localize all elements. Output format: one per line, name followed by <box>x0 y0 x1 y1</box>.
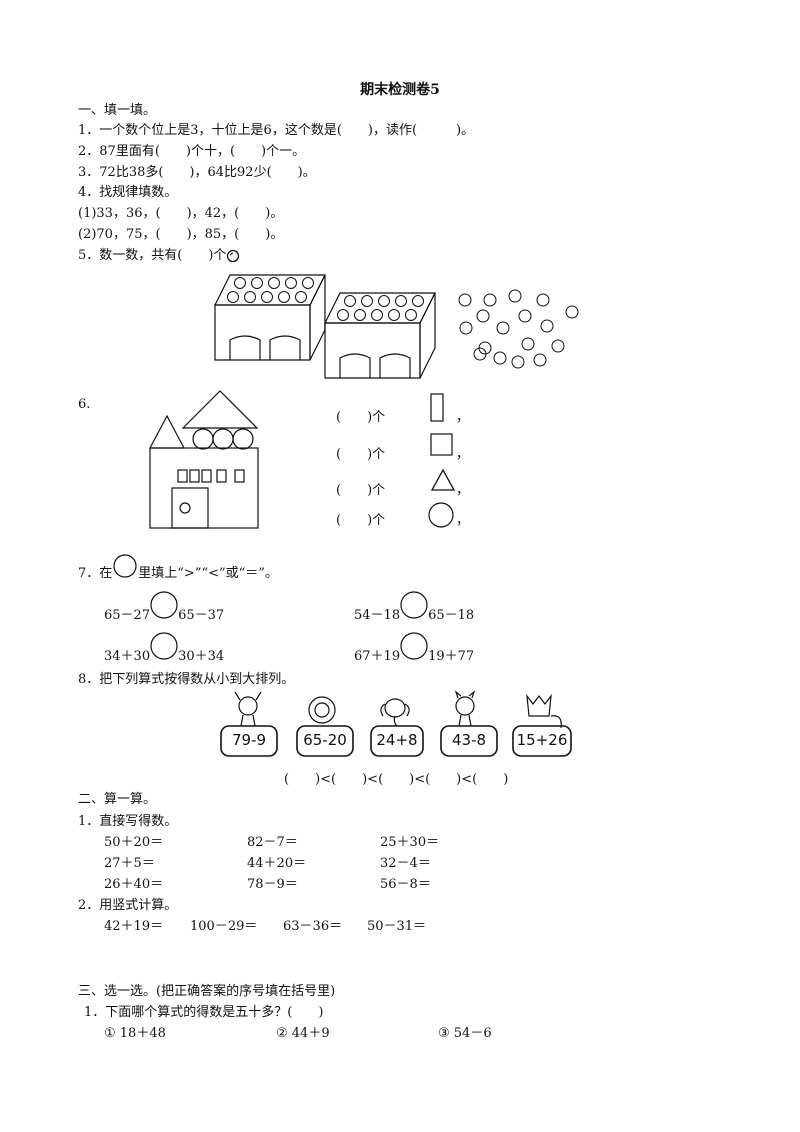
calc-item: 78－9＝ <box>247 877 298 892</box>
card-frame <box>440 725 498 757</box>
calc-item: 27＋5＝ <box>104 856 155 871</box>
vertical-calc-item: 42＋19＝ <box>104 919 164 934</box>
block-right <box>324 292 436 379</box>
card-frame <box>296 725 354 757</box>
q6-comma-1: ， <box>456 410 470 425</box>
question-2-2: 2．用竖式计算。 <box>78 898 178 913</box>
section-3-heading: 三、选一选。(把正确答案的序号填在括号里) <box>78 984 336 999</box>
calc-item: 26＋40＝ <box>104 877 164 892</box>
circle-icon <box>428 502 454 528</box>
elephant-icon <box>380 698 410 727</box>
q6-comma-2: ， <box>456 447 470 462</box>
q6-comma-4: ， <box>456 513 470 528</box>
compare-circle-icon[interactable] <box>400 591 428 624</box>
question-3-1: 1．下面哪个算式的得数是五十多？( ) <box>84 1005 324 1020</box>
calc-item: 50＋20＝ <box>104 835 164 850</box>
calc-item: 32－4＝ <box>380 856 431 871</box>
question-1-5: 5．数一数，共有( )个 <box>78 247 240 265</box>
q8-card-3: 24+8 <box>376 731 418 749</box>
question-1-4: 4．找规律填数。 <box>78 185 178 200</box>
fox-icon <box>526 693 562 729</box>
question-1-5-text: 5．数一数，共有( )个 <box>78 248 227 263</box>
compare-circle-icon[interactable] <box>150 632 178 665</box>
q6-row-1: ( )个 <box>336 410 386 425</box>
block-left-studs <box>227 277 314 303</box>
rectangle-icon <box>430 393 444 422</box>
calc-item: 82－7＝ <box>247 835 298 850</box>
compare-circle-icon[interactable] <box>400 632 428 665</box>
square-icon <box>430 433 453 456</box>
q6-comma-3: ， <box>456 483 470 498</box>
q6-house-figure <box>149 390 259 529</box>
lion-icon <box>308 696 336 724</box>
triangle-icon <box>430 468 456 491</box>
question-1-4-part-2: (2)70，75，( )，85，( )。 <box>78 227 284 242</box>
scattered-balls <box>458 289 579 369</box>
vertical-calc-item: 50－31＝ <box>367 919 427 934</box>
q6-row-2: ( )个 <box>336 447 386 462</box>
vertical-calc-item: 63－36＝ <box>283 919 343 934</box>
question-1-3: 3．72比38多( )，64比92少( )。 <box>78 165 316 180</box>
q8-order-answer: ( )<( )<( )<( )<( ) <box>284 772 509 787</box>
option-1: ① 18＋48 <box>104 1026 166 1041</box>
section-1-heading: 一、填一填。 <box>78 103 157 118</box>
option-3: ③ 54－6 <box>438 1026 492 1041</box>
question-1-6: 6. <box>78 397 91 412</box>
block-left <box>214 274 326 361</box>
q6-row-3: ( )个 <box>336 483 386 498</box>
q8-card-2: 65-20 <box>303 731 347 749</box>
question-2-1: 1．直接写得数。 <box>78 814 178 829</box>
calc-item: 25＋30＝ <box>380 835 440 850</box>
question-1-8: 8．把下列算式按得数从小到大排列。 <box>78 672 295 687</box>
q5-blocks-figure <box>214 274 579 379</box>
card-frame <box>512 725 572 757</box>
compare-circle-icon[interactable] <box>150 591 178 624</box>
question-1-7: 7．在里填上“>”“<”或“＝”。 <box>78 554 278 583</box>
page-title: 期末检测卷5 <box>360 82 440 98</box>
q8-card-4: 43-8 <box>451 731 487 749</box>
q8-card-5: 15+26 <box>516 731 568 749</box>
section-2-heading: 二、算一算。 <box>78 792 157 807</box>
calc-item: 56－8＝ <box>380 877 431 892</box>
option-2: ② 44＋9 <box>276 1026 330 1041</box>
calc-item: 44＋20＝ <box>247 856 307 871</box>
question-1-1: 1．一个数个位上是3，十位上是6，这个数是( )，读作( )。 <box>78 123 475 138</box>
dragon-icon <box>234 691 262 727</box>
q8-card-1: 79-9 <box>231 731 267 749</box>
vertical-calc-item: 100－29＝ <box>190 919 258 934</box>
q8-animal-cards <box>220 690 572 757</box>
question-1-4-part-1: (1)33，36，( )，42，( )。 <box>78 206 284 221</box>
card-frame <box>220 725 278 757</box>
question-1-2: 2．87里面有( )个十，( )个一。 <box>78 144 306 159</box>
ball-icon <box>227 249 240 262</box>
answer-circle-icon <box>113 554 137 578</box>
card-frame <box>370 725 424 757</box>
q6-row-4: ( )个 <box>336 513 386 528</box>
block-right-studs <box>337 295 424 321</box>
tiger-icon <box>454 690 476 727</box>
